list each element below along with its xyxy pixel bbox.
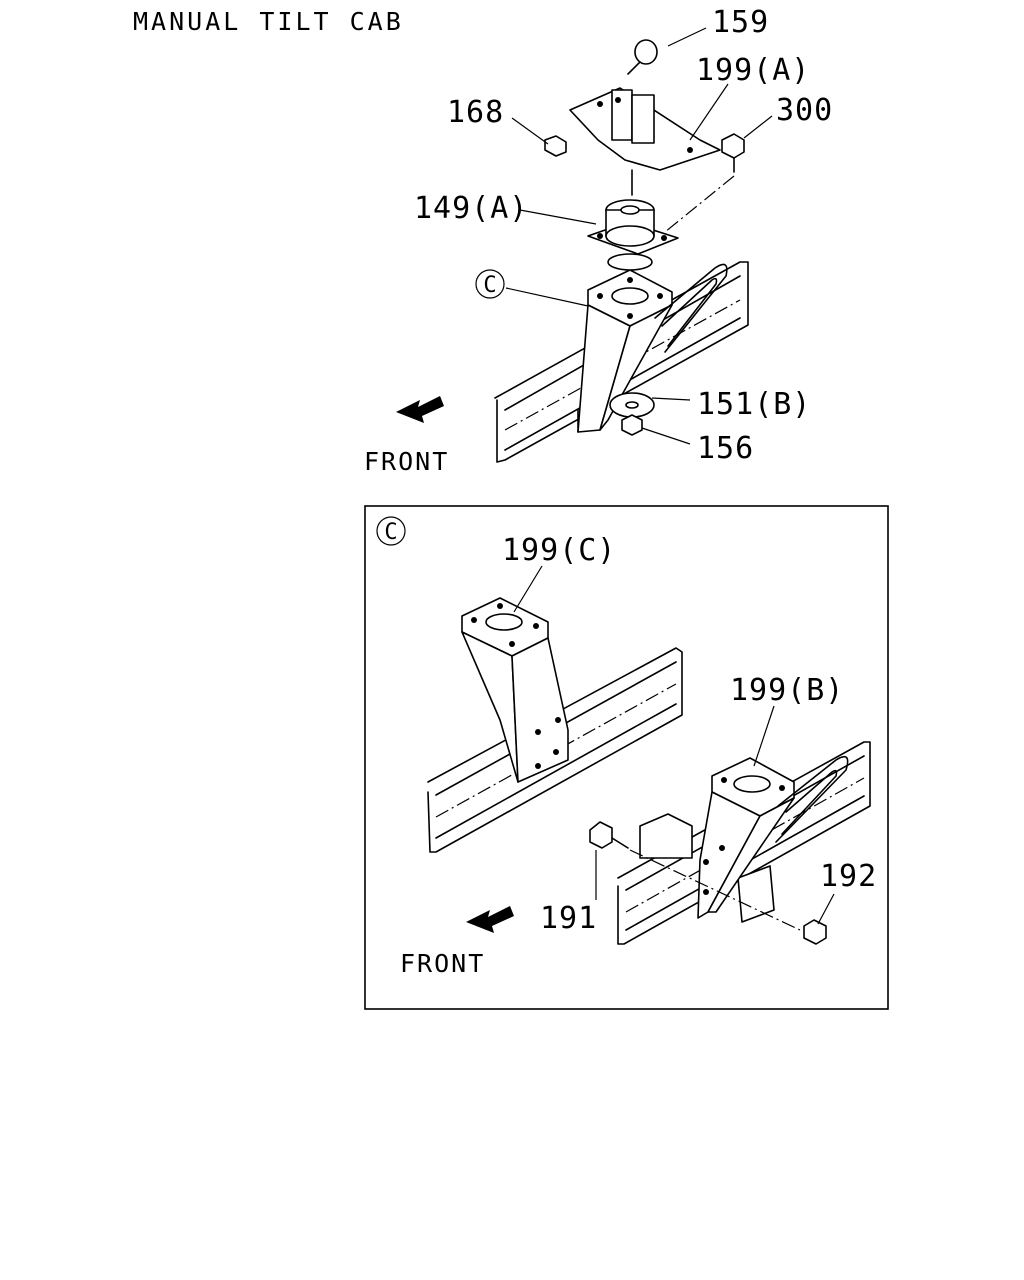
callout-156: 156 xyxy=(697,431,754,466)
front-label-detail: FRONT xyxy=(400,949,485,978)
callout-151b: 151(B) xyxy=(697,387,811,422)
nut-192 xyxy=(803,919,827,945)
front-label-upper: FRONT xyxy=(364,447,449,476)
bolt-300 xyxy=(721,133,745,173)
callout-168: 168 xyxy=(447,95,504,130)
nut-156 xyxy=(621,414,643,436)
bolt-159 xyxy=(627,39,658,75)
callout-191: 191 xyxy=(540,901,597,936)
callout-199c: 199(C) xyxy=(502,533,616,568)
front-arrow-detail-icon xyxy=(466,906,514,933)
grab-handle-upper xyxy=(654,263,728,353)
svg-text:C: C xyxy=(483,273,496,298)
cushion-149a xyxy=(587,199,679,271)
upper-assembly: C 159 199(A) 168 300 149(A) 151(B) 156 F… xyxy=(364,5,833,476)
svg-text:C: C xyxy=(384,520,397,545)
bracket-199c xyxy=(461,597,569,783)
detail-c-box-marker xyxy=(376,516,406,546)
bolt-191 xyxy=(589,821,629,849)
bracket-199b xyxy=(697,757,795,919)
callout-300: 300 xyxy=(776,93,833,128)
washer-151b xyxy=(609,392,655,418)
cross-member xyxy=(639,813,775,923)
diagram-title: MANUAL TILT CAB xyxy=(133,7,404,36)
callout-199a: 199(A) xyxy=(696,53,810,88)
bracket-199a xyxy=(569,87,721,171)
callout-192: 192 xyxy=(820,859,877,894)
grab-handle-detail xyxy=(775,755,849,843)
callout-149a: 149(A) xyxy=(414,191,528,226)
detail-c-marker xyxy=(475,269,505,299)
nut-168 xyxy=(544,135,567,157)
callout-159: 159 xyxy=(712,5,769,40)
callout-199b: 199(B) xyxy=(730,673,844,708)
front-arrow-icon xyxy=(396,396,444,423)
detail-c-box: C xyxy=(364,505,889,1010)
